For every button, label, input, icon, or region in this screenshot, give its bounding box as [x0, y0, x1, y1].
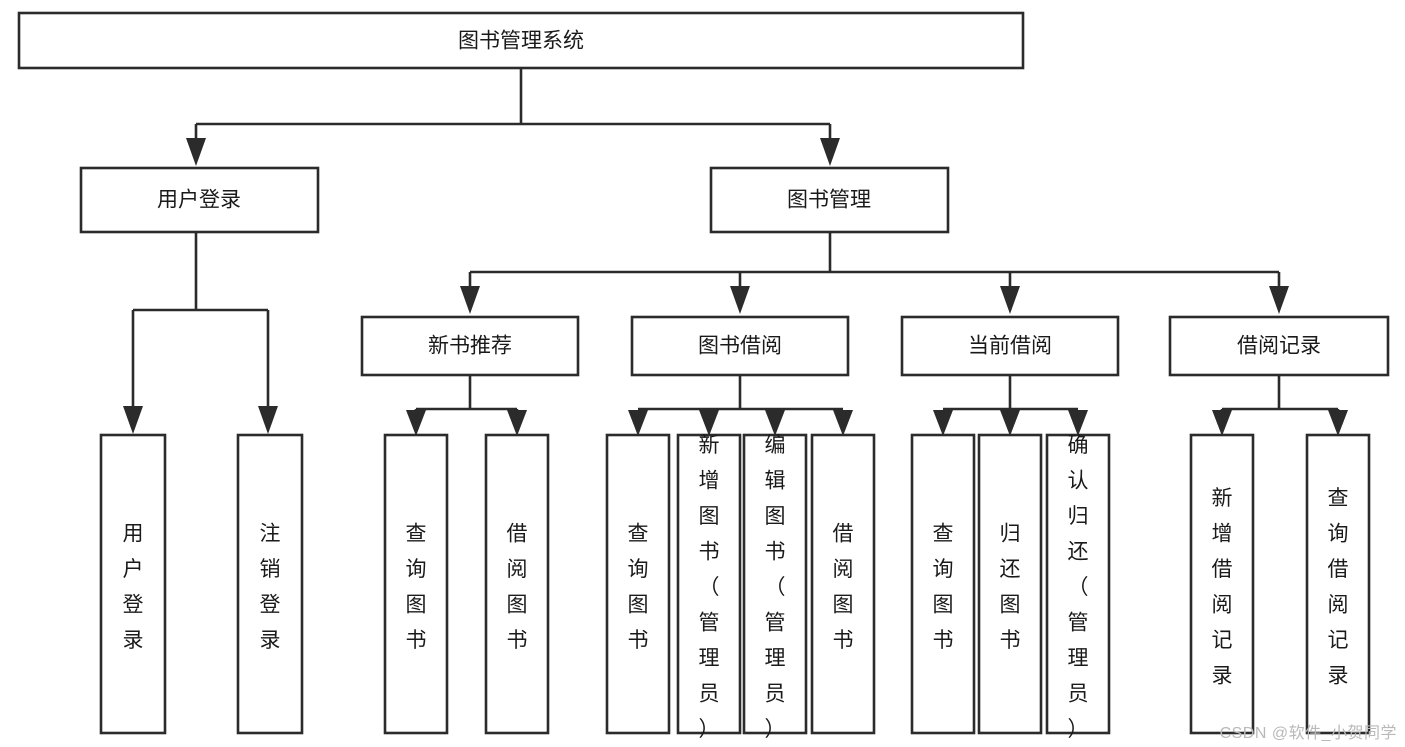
leaf-box[interactable] — [605, 433, 671, 735]
node-book-manage[interactable]: 图书管理 — [709, 166, 950, 234]
leaf-label-vertical: 借阅图书 — [507, 523, 528, 653]
leaf-label-vertical: 查询图书 — [628, 523, 649, 653]
leaf-node[interactable]: 新增借阅记录 — [1189, 433, 1255, 735]
leaf-box[interactable] — [99, 433, 167, 735]
node-current-borrow-label: 当前借阅 — [968, 335, 1052, 358]
leaf-node[interactable]: 查询借阅记录 — [1305, 433, 1371, 735]
leaf-label-vertical: 注销登录 — [260, 523, 281, 653]
connector-group-book-manage — [460, 232, 1289, 314]
arrow-head-icon — [933, 410, 953, 436]
arrow-head-icon — [460, 286, 480, 314]
leaf-node[interactable]: 查询图书 — [910, 433, 976, 735]
leaf-node[interactable]: 用户登录 — [99, 433, 167, 735]
node-new-book-recommend-box[interactable] — [360, 315, 580, 377]
node-root[interactable]: 图书管理系统 — [17, 11, 1025, 70]
leaf-box[interactable] — [676, 433, 742, 735]
node-book-borrow-box[interactable] — [630, 315, 850, 377]
node-book-borrow[interactable]: 图书借阅 — [630, 315, 850, 377]
connector-group-user-login — [123, 232, 278, 434]
node-borrow-record-label: 借阅记录 — [1237, 335, 1321, 358]
leaf-box[interactable] — [1305, 433, 1371, 735]
leaf-label-vertical: 编辑图书（管理员） — [765, 434, 786, 741]
node-root-box[interactable] — [17, 11, 1025, 70]
node-current-borrow[interactable]: 当前借阅 — [900, 315, 1120, 377]
arrow-head-icon — [628, 410, 648, 436]
leaf-label-vertical: 查询图书 — [406, 523, 427, 653]
leaf-label-vertical: 查询图书 — [933, 523, 954, 653]
leaf-node[interactable]: 新增图书（管理员） — [676, 433, 742, 741]
arrow-head-icon — [123, 406, 143, 434]
leaf-node[interactable]: 归还图书 — [977, 433, 1043, 735]
node-new-book-recommend[interactable]: 新书推荐 — [360, 315, 580, 377]
connector-group-borrow-record — [1212, 375, 1348, 436]
node-book-manage-label: 图书管理 — [787, 189, 871, 212]
connector-group-new-book — [406, 375, 527, 436]
leaf-node[interactable]: 借阅图书 — [484, 433, 550, 735]
connector-group-book-borrow — [628, 375, 853, 436]
arrow-head-icon — [1269, 286, 1289, 314]
leaf-label-vertical: 新增图书（管理员） — [699, 434, 720, 741]
leaf-label-vertical: 借阅图书 — [833, 523, 854, 653]
leaf-node[interactable]: 查询图书 — [383, 433, 449, 735]
arrow-head-icon — [699, 410, 719, 436]
node-user-login-label: 用户登录 — [157, 189, 241, 212]
arrow-head-icon — [406, 410, 426, 436]
arrow-head-icon — [820, 138, 840, 166]
node-user-login-box[interactable] — [79, 166, 320, 234]
leaf-box[interactable] — [1189, 433, 1255, 735]
leaf-box[interactable] — [236, 433, 304, 735]
node-book-manage-box[interactable] — [709, 166, 950, 234]
leaf-box[interactable] — [484, 433, 550, 735]
leaf-label-vertical: 用户登录 — [123, 523, 144, 653]
leaf-label-vertical: 查询借阅记录 — [1328, 487, 1349, 688]
leaf-node[interactable]: 编辑图书（管理员） — [742, 433, 808, 741]
leaf-box[interactable] — [383, 433, 449, 735]
arrow-head-icon — [765, 410, 785, 436]
arrow-head-icon — [186, 138, 206, 166]
leaf-label-vertical: 归还图书 — [1000, 523, 1021, 653]
leaf-box[interactable] — [977, 433, 1043, 735]
leaf-box[interactable] — [1045, 433, 1111, 735]
arrow-head-icon — [1212, 410, 1232, 436]
connector-group-current-borrow — [933, 375, 1088, 436]
leaf-node[interactable]: 查询图书 — [605, 433, 671, 735]
arrow-head-icon — [730, 286, 750, 314]
leaf-node[interactable]: 借阅图书 — [810, 433, 876, 735]
arrow-head-icon — [833, 410, 853, 436]
arrow-head-icon — [258, 406, 278, 434]
arrow-head-icon — [1068, 410, 1088, 436]
node-current-borrow-box[interactable] — [900, 315, 1120, 377]
leaf-box[interactable] — [742, 433, 808, 735]
leaf-node[interactable]: 确认归还（管理员） — [1045, 433, 1111, 741]
leaf-label-vertical: 确认归还（管理员） — [1068, 434, 1089, 741]
leaf-node[interactable]: 注销登录 — [236, 433, 304, 735]
node-user-login[interactable]: 用户登录 — [79, 166, 320, 234]
leaf-box[interactable] — [810, 433, 876, 735]
arrow-head-icon — [1000, 410, 1020, 436]
node-borrow-record[interactable]: 借阅记录 — [1168, 315, 1390, 377]
arrow-head-icon — [1328, 410, 1348, 436]
arrow-head-icon — [1000, 286, 1020, 314]
node-root-label: 图书管理系统 — [458, 30, 584, 53]
leaf-box[interactable] — [910, 433, 976, 735]
node-new-book-recommend-label: 新书推荐 — [428, 335, 512, 358]
arrow-head-icon — [507, 410, 527, 436]
node-borrow-record-box[interactable] — [1168, 315, 1390, 377]
node-book-borrow-label: 图书借阅 — [698, 335, 782, 358]
connector-group-root — [186, 68, 840, 166]
leaf-label-vertical: 新增借阅记录 — [1212, 487, 1233, 688]
